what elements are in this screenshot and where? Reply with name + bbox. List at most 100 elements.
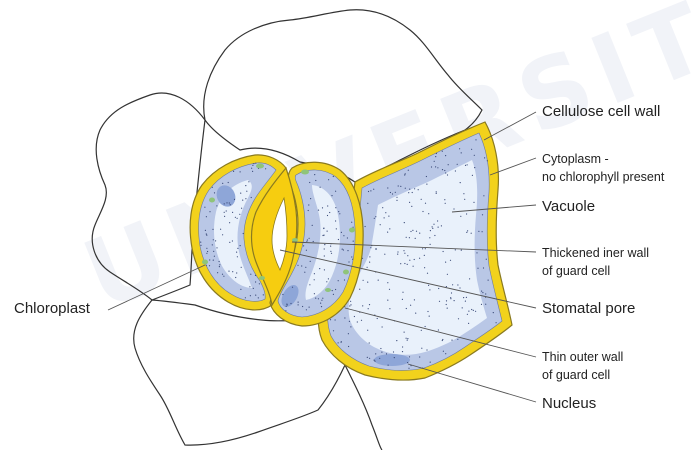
- stipple-dot: [245, 198, 246, 199]
- stipple-dot: [457, 164, 458, 165]
- stipple-dot: [209, 265, 210, 266]
- stipple-dot: [206, 216, 207, 217]
- stipple-dot: [438, 288, 439, 289]
- chloroplast: [202, 260, 208, 265]
- stipple-dot: [224, 203, 225, 204]
- stipple-dot: [307, 239, 308, 240]
- stipple-dot: [414, 188, 415, 189]
- stipple-dot: [214, 192, 215, 193]
- stipple-dot: [354, 316, 355, 317]
- stipple-dot: [462, 307, 463, 308]
- stipple-dot: [453, 208, 454, 209]
- stipple-dot: [241, 208, 242, 209]
- stipple-dot: [426, 184, 427, 185]
- stipple-dot: [243, 233, 244, 234]
- stipple-dot: [392, 193, 393, 194]
- stipple-dot: [335, 289, 336, 290]
- stipple-dot: [258, 297, 259, 298]
- stipple-dot: [483, 195, 484, 196]
- stipple-dot: [327, 215, 328, 216]
- stipple-dot: [443, 251, 444, 252]
- label-thin-wall-line1: Thin outer wall: [542, 348, 623, 366]
- stipple-dot: [213, 239, 214, 240]
- stipple-dot: [336, 228, 337, 229]
- stipple-dot: [478, 231, 479, 232]
- stipple-dot: [312, 225, 313, 226]
- stipple-dot: [314, 293, 315, 294]
- stipple-dot: [445, 155, 446, 156]
- stipple-dot: [443, 351, 444, 352]
- stipple-dot: [477, 268, 478, 269]
- stipple-dot: [226, 210, 227, 211]
- stipple-dot: [213, 251, 214, 252]
- stipple-dot: [422, 211, 423, 212]
- stipple-dot: [219, 266, 220, 267]
- stipple-dot: [460, 216, 461, 217]
- stipple-dot: [444, 199, 445, 200]
- stipple-dot: [327, 231, 328, 232]
- stipple-dot: [369, 256, 370, 257]
- nucleus-blob: [374, 354, 410, 366]
- stipple-dot: [459, 148, 460, 149]
- stipple-dot: [482, 292, 483, 293]
- stipple-dot: [402, 299, 403, 300]
- stipple-dot: [410, 231, 411, 232]
- stipple-dot: [430, 362, 431, 363]
- stipple-dot: [367, 357, 368, 358]
- stipple-dot: [255, 281, 256, 282]
- stipple-dot: [320, 187, 321, 188]
- stipple-dot: [455, 170, 456, 171]
- stipple-dot: [396, 200, 397, 201]
- stipple-dot: [335, 191, 336, 192]
- stipple-dot: [406, 308, 407, 309]
- stipple-dot: [432, 226, 433, 227]
- stipple-dot: [408, 368, 409, 369]
- stipple-dot: [424, 267, 425, 268]
- stipple-dot: [390, 192, 391, 193]
- stipple-dot: [442, 169, 443, 170]
- stipple-dot: [222, 234, 223, 235]
- stipple-dot: [436, 153, 437, 154]
- stipple-dot: [216, 205, 217, 206]
- stipple-dot: [472, 175, 473, 176]
- stipple-dot: [409, 189, 410, 190]
- stipple-dot: [437, 167, 438, 168]
- stipple-dot: [473, 310, 474, 311]
- stipple-dot: [404, 174, 405, 175]
- stipple-dot: [482, 214, 483, 215]
- stipple-dot: [467, 230, 468, 231]
- stipple-dot: [451, 340, 452, 341]
- stipple-dot: [468, 311, 469, 312]
- stipple-dot: [455, 249, 456, 250]
- stipple-dot: [431, 166, 432, 167]
- stipple-dot: [471, 233, 472, 234]
- stipple-dot: [320, 303, 321, 304]
- stipple-dot: [380, 224, 381, 225]
- stipple-dot: [286, 304, 287, 305]
- stipple-dot: [368, 308, 369, 309]
- stipple-dot: [469, 278, 470, 279]
- stipple-dot: [428, 213, 429, 214]
- stipple-dot: [236, 272, 237, 273]
- stipple-dot: [427, 273, 428, 274]
- stipple-dot: [322, 207, 323, 208]
- chloroplast: [343, 270, 349, 275]
- stipple-dot: [338, 239, 339, 240]
- stipple-dot: [450, 297, 451, 298]
- stipple-dot: [338, 342, 339, 343]
- stipple-dot: [350, 301, 351, 302]
- stipple-dot: [319, 268, 320, 269]
- stipple-dot: [333, 176, 334, 177]
- chloroplast: [301, 170, 309, 175]
- stipple-dot: [402, 292, 403, 293]
- stipple-dot: [413, 266, 414, 267]
- stipple-dot: [236, 252, 237, 253]
- stipple-dot: [248, 181, 249, 182]
- stipple-dot: [362, 305, 363, 306]
- leader-chloroplast: [108, 265, 205, 310]
- chloroplast: [325, 288, 331, 292]
- stipple-dot: [246, 191, 247, 192]
- stipple-dot: [409, 202, 410, 203]
- leader-nucleus: [408, 364, 536, 402]
- stipple-dot: [370, 190, 371, 191]
